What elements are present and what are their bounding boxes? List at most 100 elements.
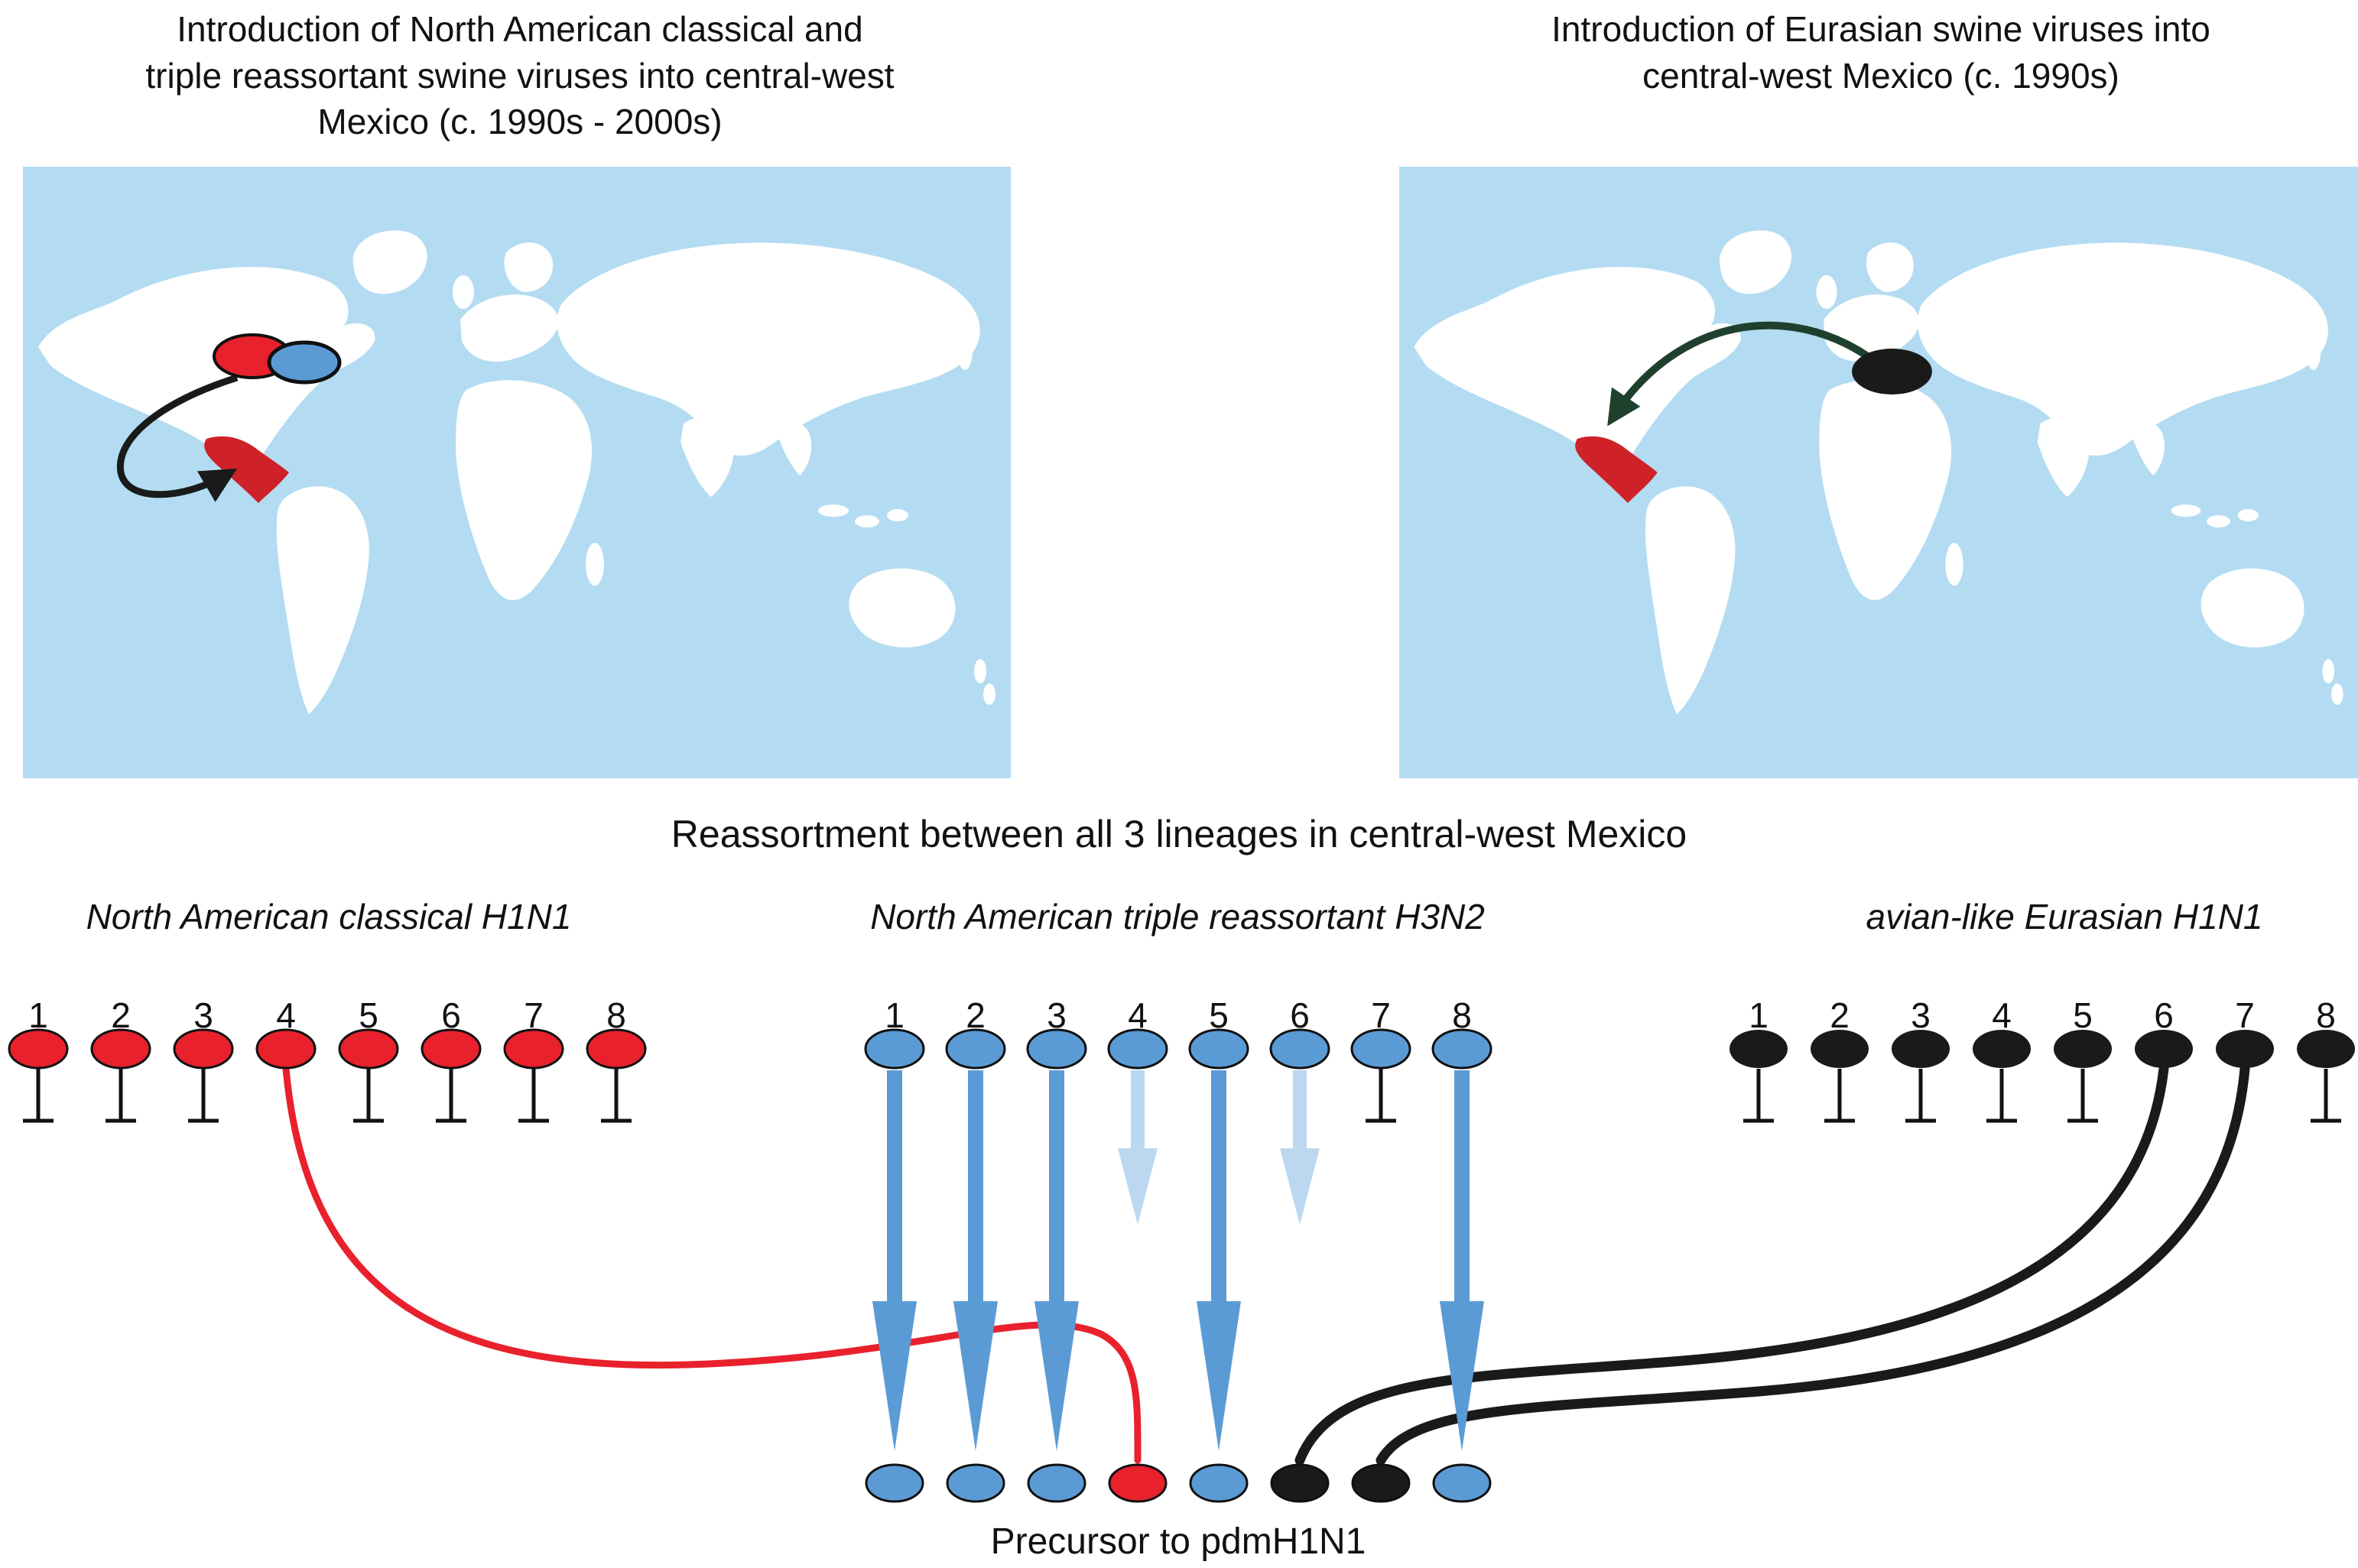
south-america (1645, 486, 1736, 714)
precursor-genome: Precursor to pdmH1N1 (865, 1463, 1492, 1562)
classical-h1n1-group: 1 2 3 4 5 6 7 8 (8, 995, 647, 1123)
segment-stick (2311, 1069, 2341, 1123)
introduction-arrow (116, 374, 239, 502)
segment-number: 2 (966, 995, 986, 1035)
india (680, 417, 735, 497)
australia (2200, 568, 2304, 648)
segment-number: 7 (524, 995, 544, 1035)
segment-number: 6 (441, 995, 461, 1035)
continents (1414, 230, 2343, 714)
madagascar (1945, 543, 1963, 586)
origin-ellipse-eurasian (1852, 349, 1932, 394)
right-world-map (1399, 167, 2358, 778)
segment-ellipse (1107, 1028, 1168, 1070)
world-map-svg (23, 167, 1011, 778)
india (2037, 417, 2090, 497)
segment-ellipse (338, 1028, 399, 1070)
label-triple-reassortant-h3n2: North American triple reassortant H3N2 (870, 897, 1485, 937)
africa (456, 380, 592, 600)
segment-stick (518, 1069, 549, 1123)
left-map-title-line1: Introduction of North American classical… (177, 9, 863, 49)
scandinavia (504, 242, 554, 292)
segment-number: 7 (2235, 995, 2255, 1035)
mexico-highlight (204, 436, 289, 503)
precursor-segment-7 (1351, 1463, 1411, 1503)
continents (38, 230, 995, 714)
north-america (1414, 267, 1741, 482)
segment-number: 1 (885, 995, 905, 1035)
british-isles (453, 275, 474, 309)
segment-stick (1366, 1069, 1396, 1123)
segment-ellipse (945, 1028, 1006, 1070)
segment-number: 5 (2073, 995, 2093, 1035)
right-map-title: Introduction of Eurasian swine viruses i… (1414, 6, 2347, 99)
precursor-label: Precursor to pdmH1N1 (991, 1521, 1366, 1562)
segment-ellipse (503, 1028, 564, 1070)
segment-number: 3 (193, 995, 213, 1035)
eurasian-introduction-arrow (1607, 321, 1876, 427)
segment-stick (1986, 1069, 2017, 1123)
indonesia-3 (887, 509, 908, 521)
inherit-arrow-seg1 (872, 1070, 917, 1451)
africa (1819, 380, 1952, 600)
segment-number: 5 (359, 995, 378, 1035)
segment-ellipse (1026, 1028, 1087, 1070)
segment-ellipse (1811, 1030, 1869, 1068)
inherit-arrow-seg2 (953, 1070, 998, 1451)
indonesia-1 (818, 505, 849, 517)
indonesia-2 (2207, 515, 2231, 528)
precursor-segment-3 (1027, 1463, 1086, 1503)
madagascar (586, 543, 604, 586)
precursor-segment-6 (1270, 1463, 1330, 1503)
north-america (38, 267, 375, 482)
segment-ellipse (1269, 1028, 1330, 1070)
inherit-arrow-seg5 (1197, 1070, 1241, 1451)
new-zealand-1 (974, 659, 986, 683)
australia (849, 568, 956, 648)
label-classical-h1n1: North American classical H1N1 (86, 897, 572, 937)
segment-stick (601, 1069, 632, 1123)
world-map-svg (1399, 167, 2358, 778)
triple-reassortant-h3n2-group: 1 2 3 4 5 6 7 8 (864, 995, 1492, 1451)
segment-number: 2 (111, 995, 131, 1035)
segment-number: 3 (1911, 995, 1931, 1035)
asia (1917, 242, 2328, 456)
southeast-asia (775, 421, 812, 476)
asia (557, 242, 980, 456)
segment-ellipse (2135, 1030, 2193, 1068)
indonesia-1 (2171, 505, 2201, 517)
segment-stick (1824, 1069, 1855, 1123)
eurasian-h1n1-group: 1 2 3 4 5 6 7 8 (1730, 995, 2355, 1123)
segment-number: 1 (1749, 995, 1768, 1035)
segment-ellipse (1973, 1030, 2031, 1068)
segment-ellipse (173, 1028, 234, 1070)
mexico-highlight (1575, 436, 1658, 503)
japan (957, 330, 973, 370)
segment-ellipse (2297, 1030, 2355, 1068)
segment-number: 6 (2154, 995, 2174, 1035)
southeast-asia (2129, 421, 2165, 476)
segment-stick (23, 1069, 54, 1123)
reassortment-diagram: 1 2 3 4 5 6 7 8 1 2 3 4 5 6 7 8 (8, 995, 2355, 1562)
segment-number: 3 (1047, 995, 1067, 1035)
japan (2306, 330, 2321, 370)
segment-ellipse (1188, 1028, 1249, 1070)
segment-number: 6 (1290, 995, 1310, 1035)
segment-ellipse (90, 1028, 151, 1070)
replaced-arrow-seg4 (1118, 1070, 1158, 1225)
segment-ellipse (2216, 1030, 2274, 1068)
scandinavia (1866, 242, 1914, 292)
segment-stick (436, 1069, 466, 1123)
segment-ellipse (1730, 1030, 1788, 1068)
segment-ellipse (255, 1028, 317, 1070)
inherit-arrow-seg8 (1440, 1070, 1484, 1451)
segment-ellipse (421, 1028, 482, 1070)
left-map-title: Introduction of North American classical… (31, 6, 1009, 145)
precursor-segment-4 (1108, 1463, 1168, 1503)
segment-stick (106, 1069, 136, 1123)
segment-number: 5 (1209, 995, 1229, 1035)
segment-ellipse (1431, 1028, 1492, 1070)
precursor-segment-2 (946, 1463, 1005, 1503)
eurasian-segment7-curve (1376, 1063, 2250, 1466)
segment-number: 1 (28, 995, 48, 1035)
